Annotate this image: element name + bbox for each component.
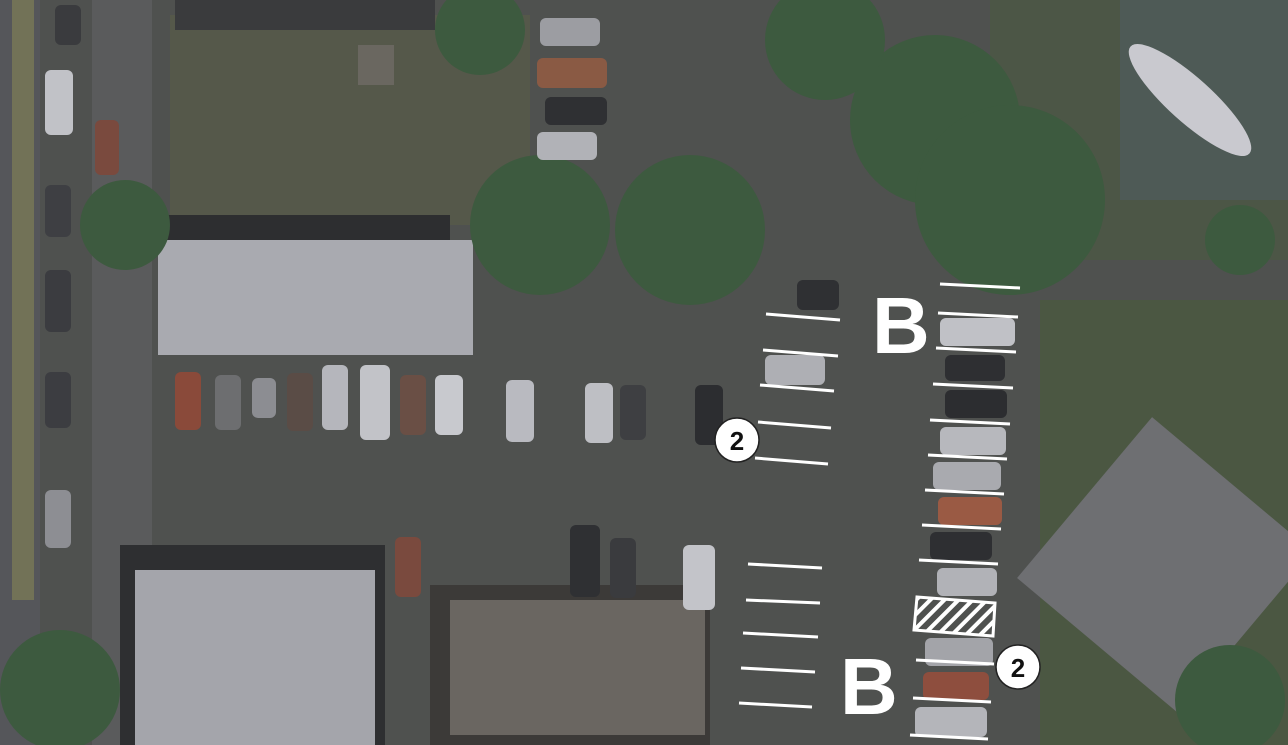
shed [358, 45, 394, 85]
stall-lines-west [738, 312, 841, 709]
building-brown-roof [450, 600, 705, 735]
badge-circle [995, 644, 1041, 690]
badge-circle [714, 417, 760, 463]
badge-number-south: 2 [1011, 653, 1025, 683]
building-white-roof [158, 240, 473, 355]
time-limit-badge-south: 2 [995, 644, 1041, 690]
building-north [175, 0, 435, 30]
hatched-no-parking-area [912, 595, 997, 638]
sailboat [1128, 44, 1252, 156]
building-east [1017, 417, 1288, 713]
crosswalk-stripes [12, 0, 34, 600]
stall-lines-east [909, 282, 1021, 741]
zone-label-b-south: B [840, 642, 898, 731]
zone-label-b-north: B [872, 281, 930, 370]
badge-number-north: 2 [730, 426, 744, 456]
parked-cars [45, 5, 1015, 737]
time-limit-badge-north: 2 [714, 417, 760, 463]
building-south-roof [135, 570, 375, 745]
